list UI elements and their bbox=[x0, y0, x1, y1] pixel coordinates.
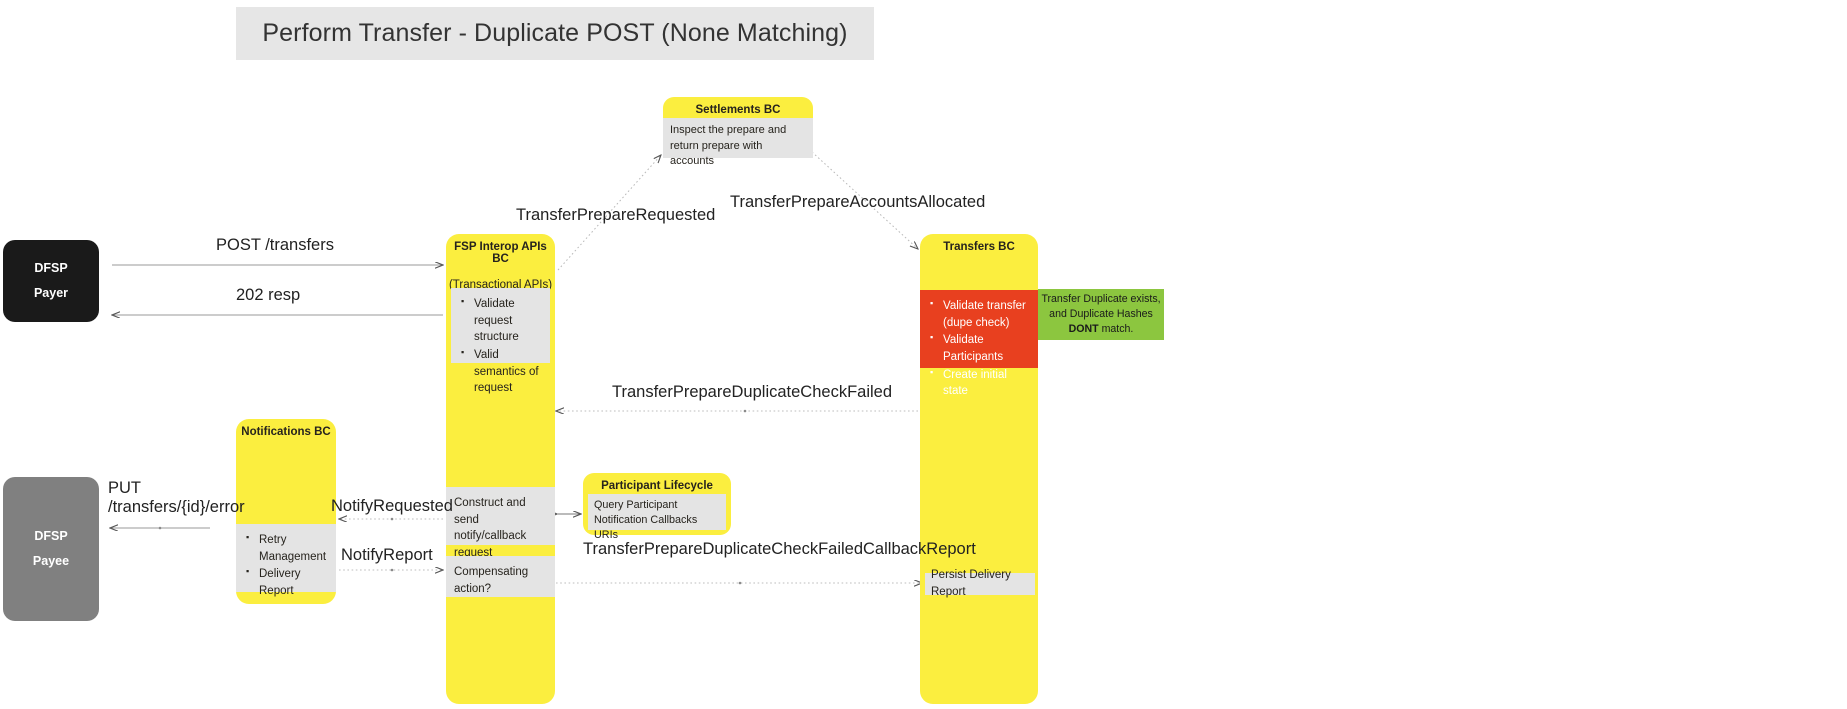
actor-dfsp-payee-line2: Payee bbox=[32, 554, 70, 568]
fsp-interop-construct-note: Construct and send notify/callback reque… bbox=[446, 487, 555, 559]
message-label-transfer-prepare-accounts-allocated: TransferPrepareAccountsAllocated bbox=[730, 193, 986, 211]
notifications-bc-title: Notifications BC bbox=[241, 426, 331, 438]
actor-dfsp-payer-line2: Payer bbox=[33, 286, 69, 300]
message-label-post-transfers: POST /transfers bbox=[216, 236, 334, 254]
participant-lifecycle-title: Participant Lifecycle bbox=[601, 480, 713, 492]
settlements-bc-title: Settlements BC bbox=[695, 104, 781, 116]
page-title: Perform Transfer - Duplicate POST (None … bbox=[236, 7, 874, 60]
participant-lifecycle-note: Query Participant Notification Callbacks… bbox=[588, 494, 726, 541]
list-item: Delivery Report bbox=[246, 565, 330, 599]
settlements-bc-note: Inspect the prepare and return prepare w… bbox=[663, 118, 813, 167]
message-label-202-resp: 202 resp bbox=[236, 286, 301, 304]
duplicate-note-line1: Transfer Duplicate exists, bbox=[1041, 292, 1161, 305]
message-label-transfer-prepare-duplicate-check-failed: TransferPrepareDuplicateCheckFailed bbox=[612, 383, 893, 401]
transfers-bc-title: Transfers BC bbox=[943, 241, 1015, 253]
message-label-transfer-prepare-requested: TransferPrepareRequested bbox=[516, 206, 716, 224]
list-item: Validate request structure bbox=[461, 295, 544, 346]
list-item: Create initial state bbox=[930, 366, 1032, 400]
message-label-notify-report: NotifyReport bbox=[341, 546, 433, 564]
actor-dfsp-payer: DFSP Payer bbox=[3, 240, 99, 322]
transfers-bc-persist-note: Persist Delivery Report bbox=[925, 569, 1035, 598]
transfers-bc-validate-note: Validate transfer (dupe check) Validate … bbox=[920, 290, 1038, 397]
list-item: Validate Participants bbox=[930, 331, 1032, 365]
duplicate-note-emphasis: DONT bbox=[1068, 323, 1099, 336]
list-item: Retry Management bbox=[246, 531, 330, 565]
list-item: Valid semantics of request bbox=[461, 346, 544, 397]
list-item: Validate transfer (dupe check) bbox=[930, 297, 1032, 331]
fsp-interop-validate-note: Validate request structure Valid semanti… bbox=[451, 288, 550, 394]
actor-dfsp-payee: DFSP Payee bbox=[3, 477, 99, 621]
notifications-bc-note: Retry Management Delivery Report bbox=[236, 524, 336, 597]
duplicate-hashes-note: Transfer Duplicate exists, and Duplicate… bbox=[1038, 289, 1164, 340]
message-label-put-transfers-error: PUT /transfers/{id}/error bbox=[108, 479, 245, 517]
duplicate-note-line3: match. bbox=[1098, 323, 1134, 336]
message-label-notify-requested: NotifyRequested bbox=[331, 497, 453, 515]
actor-dfsp-payee-line1: DFSP bbox=[34, 529, 68, 543]
duplicate-note-line2: and Duplicate Hashes bbox=[1049, 307, 1153, 320]
fsp-interop-bc-title: FSP Interop APIs BC bbox=[454, 241, 547, 265]
message-label-duplicate-check-failed-callback-report: TransferPrepareDuplicateCheckFailedCallb… bbox=[583, 540, 976, 558]
fsp-interop-compensating-note: Compensating action? bbox=[446, 556, 555, 597]
actor-dfsp-payer-line1: DFSP bbox=[34, 261, 68, 275]
